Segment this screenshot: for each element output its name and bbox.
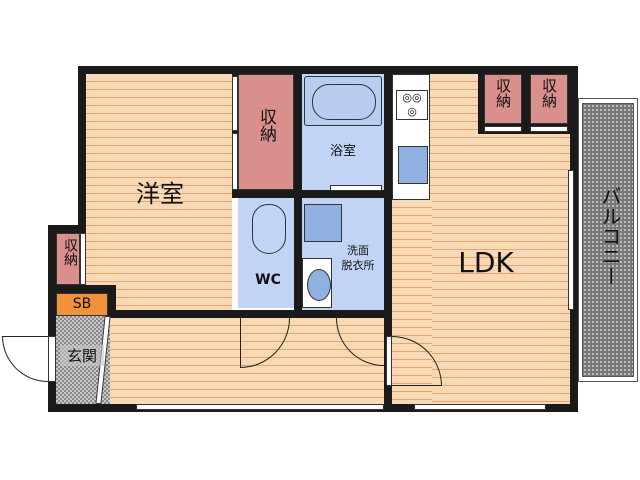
ldk-door[interactable] <box>386 336 392 386</box>
wall-sb-top <box>48 285 116 293</box>
shoe-box-label: SB <box>72 296 92 312</box>
storage-ldk-2-label: 収納 <box>540 78 558 108</box>
shoe-box <box>56 293 108 316</box>
storage-ldk-1 <box>484 74 522 124</box>
storage-entrance-label: 収納 <box>62 238 78 266</box>
wall-left-upper <box>78 66 86 316</box>
washing-machine <box>304 204 342 242</box>
bath-label: 浴室 <box>329 144 356 159</box>
storage-entrance <box>56 233 80 285</box>
stove-icon: ◎◎◎ <box>396 90 428 120</box>
bath-door[interactable] <box>330 185 382 191</box>
storage-western-label: 収納 <box>256 108 276 142</box>
storage-ldk-door-2[interactable] <box>530 126 568 132</box>
front-door[interactable] <box>48 336 56 382</box>
storage-ldk-1-label: 収納 <box>494 78 512 108</box>
western-room <box>86 74 232 310</box>
kitchen-sink <box>398 146 428 184</box>
wall-right <box>570 66 578 412</box>
storage-western <box>238 74 294 190</box>
balcony <box>582 103 634 377</box>
washroom-label-2: 脱衣所 <box>341 259 375 272</box>
balcony-label: バルコニー <box>598 186 622 286</box>
bathtub <box>304 76 382 126</box>
entrance-label: 玄関 <box>60 345 104 366</box>
front-door-swing <box>2 336 48 382</box>
balcony-window[interactable] <box>568 170 574 310</box>
ldk-label: LDK <box>458 246 514 279</box>
wall-kitchen <box>384 74 392 404</box>
wall-top <box>78 66 578 74</box>
wash-basin <box>302 258 332 308</box>
wall-hallway-top <box>86 310 392 318</box>
wc-label: WC <box>255 272 281 288</box>
wall-left-lower <box>48 225 56 412</box>
wall-closet-bottom <box>232 190 384 198</box>
wall-entrance-top <box>48 225 86 233</box>
storage-ldk-door-1[interactable] <box>484 126 522 132</box>
wall-closet-right <box>294 74 302 394</box>
hallway-window[interactable] <box>136 404 384 410</box>
western-room-label: 洋室 <box>136 180 184 208</box>
toilet-icon <box>252 204 286 254</box>
storage-entrance-door[interactable] <box>80 233 86 285</box>
washroom-label-1: 洗面 <box>347 244 369 257</box>
closet-door-1[interactable] <box>232 76 238 131</box>
ldk-bottom-window[interactable] <box>414 404 546 410</box>
storage-ldk-2 <box>530 74 568 124</box>
closet-door-2[interactable] <box>232 133 238 190</box>
wall-sb-right <box>108 285 116 317</box>
